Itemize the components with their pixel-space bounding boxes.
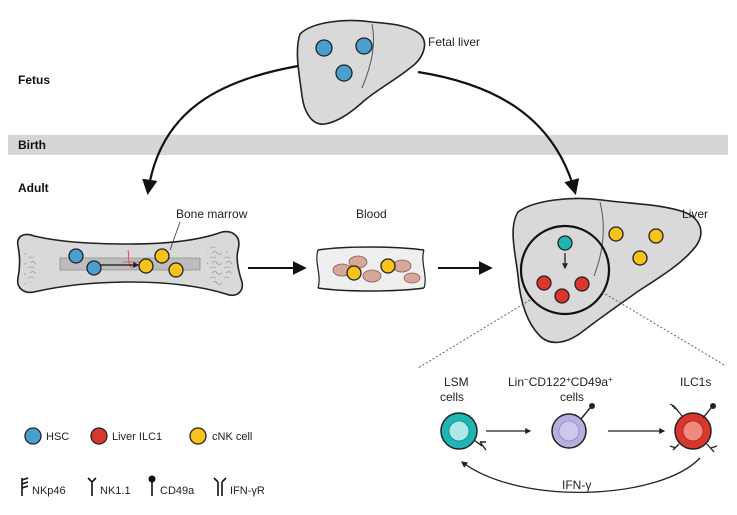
liver-ilc1-3 — [574, 276, 590, 292]
liver-hsc — [557, 235, 573, 251]
blood-vessel — [316, 246, 426, 292]
stage-label-birth: Birth — [18, 138, 46, 152]
fetal-hsc-1 — [315, 39, 333, 57]
bone-marrow — [16, 230, 244, 297]
legend-nkp46-label: NKp46 — [32, 485, 66, 497]
legend-cells: HSC Liver ILC1 cNK cell — [24, 427, 252, 445]
liver-cnk-3 — [632, 250, 648, 266]
legend-cnk-label: cNK cell — [212, 431, 252, 443]
bm-hsc-2 — [86, 260, 102, 276]
intermediate-cell — [551, 403, 595, 449]
legend-ilc1-label: Liver ILC1 — [112, 431, 162, 443]
cd49a-receptor-icon — [148, 475, 156, 496]
bm-cnk-1 — [138, 258, 154, 274]
legend-ifngr-label: IFN-γR — [230, 485, 265, 497]
legend-cd49a-label: CD49a — [160, 485, 195, 497]
nk11-receptor-icon — [87, 477, 97, 496]
bone-marrow-leader — [169, 221, 181, 251]
zoom-line-right — [601, 291, 727, 367]
arrow-fetal-to-liver — [417, 70, 580, 195]
liver-ilc1-2 — [554, 288, 570, 304]
stage-label-fetus: Fetus — [18, 73, 50, 87]
legend-nk11-label: NK1.1 — [100, 485, 131, 497]
bone-marrow-label: Bone marrow — [176, 207, 248, 221]
birth-band — [8, 135, 728, 155]
blood-cnk-1 — [346, 265, 362, 281]
fetal-hsc-2 — [355, 37, 373, 55]
intermediate-label-line1: Lin−CD122+CD49a+ — [508, 375, 613, 389]
legend-ilc1-swatch — [90, 427, 108, 445]
bm-cnk-3 — [168, 262, 184, 278]
intermediate-label-line2: cells — [560, 390, 584, 404]
legend-receptors: NKp46 NK1.1 CD49a IFN-γR — [21, 475, 265, 497]
bm-cnk-2 — [154, 248, 170, 264]
fetal-hsc-3 — [335, 64, 353, 82]
arrow-fetal-to-bone-marrow — [142, 64, 299, 196]
ilc1s-label: ILC1s — [680, 375, 711, 389]
stage-label-adult: Adult — [18, 181, 49, 195]
legend-hsc-label: HSC — [46, 431, 69, 443]
lsm-cell — [440, 412, 487, 451]
lsm-label-line2: cells — [440, 390, 464, 404]
ifngr-receptor-icon — [213, 477, 227, 496]
fetal-liver — [296, 19, 426, 125]
ifn-gamma-feedback-arrow — [460, 457, 701, 494]
legend-cnk-swatch — [189, 427, 207, 445]
liver-niche — [519, 224, 611, 316]
zoom-line-left — [417, 299, 531, 369]
liver-cnk-1 — [608, 226, 624, 242]
liver-label: Liver — [682, 207, 708, 221]
lsm-label-line1: LSM — [444, 375, 469, 389]
ilc1-cell — [669, 403, 718, 453]
liver-cnk-2 — [648, 228, 664, 244]
legend-hsc-swatch — [24, 427, 42, 445]
blood-cnk-2 — [380, 258, 396, 274]
blood-label: Blood — [356, 207, 387, 221]
liver-ilc1-1 — [536, 275, 552, 291]
adult-liver — [512, 197, 702, 344]
bm-hsc-1 — [68, 248, 84, 264]
nkp46-receptor-icon — [21, 477, 29, 496]
ifn-gamma-label: IFN-γ — [562, 478, 591, 492]
fetal-liver-label: Fetal liver — [428, 35, 480, 49]
